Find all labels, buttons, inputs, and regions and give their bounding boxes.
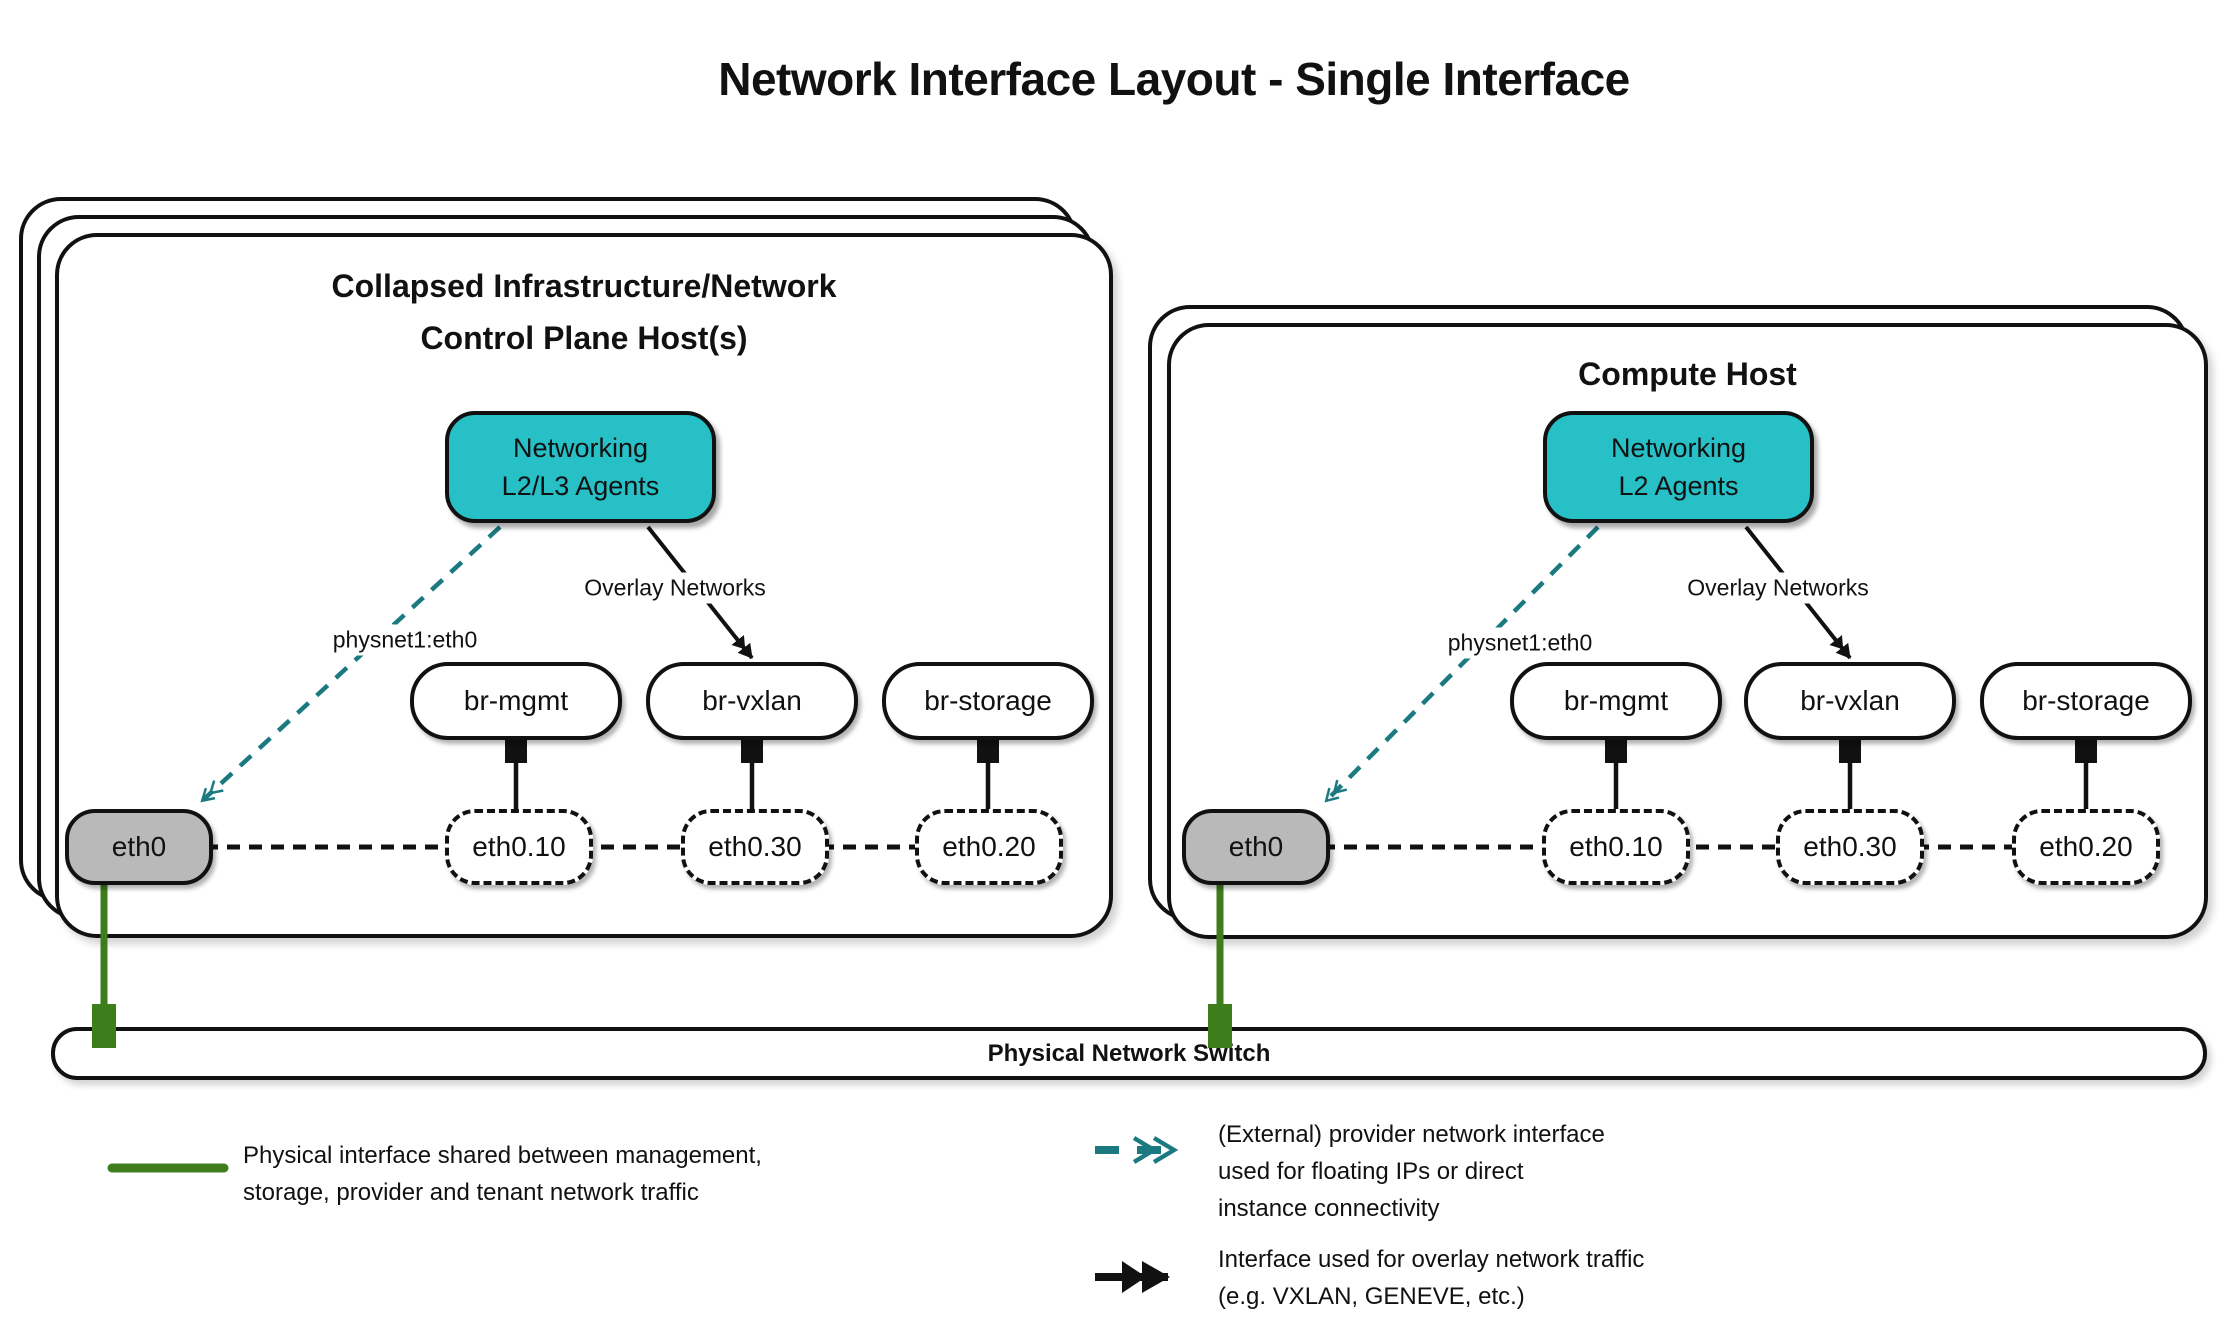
compute-eth0-20-node: eth0.20 (2012, 809, 2160, 885)
control-provider-label: physnet1:eth0 (326, 624, 484, 656)
legend-provider-text-line-1: (External) provider network interface (1218, 1121, 1605, 1148)
compute-eth0-30-node: eth0.30 (1776, 809, 1924, 885)
control-eth0-10-node: eth0.10 (445, 809, 593, 885)
control-eth0-30-node: eth0.30 (681, 809, 829, 885)
compute-host-title: Compute Host (1167, 348, 2208, 400)
legend-provider-text: (External) provider network interface us… (1218, 1116, 1605, 1227)
control-eth0-20-node: eth0.20 (915, 809, 1063, 885)
control-br-storage-port (977, 737, 999, 763)
control-host-title-line-1: Collapsed Infrastructure/Network (331, 268, 837, 304)
control-agents-label-line-1: Networking (512, 433, 649, 463)
legend-physical-text: Physical interface shared between manage… (243, 1137, 762, 1211)
compute-eth0-node: eth0 (1182, 809, 1330, 885)
physical-network-switch: Physical Network Switch (51, 1027, 2207, 1080)
legend-provider-text-line-3: instance connectivity (1218, 1195, 1440, 1222)
compute-host-title-line-1: Compute Host (1578, 356, 1797, 392)
control-eth0-node: eth0 (65, 809, 213, 885)
control-uplink-connector (92, 1004, 116, 1048)
control-br-storage-node: br-storage (882, 662, 1094, 740)
compute-br-vxlan-node: br-vxlan (1744, 662, 1956, 740)
legend-physical-text-line-2: storage, provider and tenant network tra… (243, 1179, 699, 1206)
control-br-mgmt-port (505, 737, 527, 763)
legend-provider-text-line-2: used for floating IPs or direct (1218, 1158, 1524, 1185)
compute-overlay-label: Overlay Networks (1681, 572, 1875, 604)
control-overlay-label: Overlay Networks (578, 572, 772, 604)
compute-agents-label-line-2: L2 Agents (1618, 471, 1739, 501)
compute-provider-network-arrow (1324, 525, 1600, 803)
compute-eth0-10-node: eth0.10 (1542, 809, 1690, 885)
legend-overlay-text: Interface used for overlay network traff… (1218, 1241, 1644, 1315)
control-br-mgmt-node: br-mgmt (410, 662, 622, 740)
control-agents-label-line-2: L2/L3 Agents (501, 471, 660, 501)
compute-uplink-connector (1208, 1004, 1232, 1048)
compute-br-mgmt-node: br-mgmt (1510, 662, 1722, 740)
compute-br-vxlan-port (1839, 737, 1861, 763)
legend-overlay-text-line-2: (e.g. VXLAN, GENEVE, etc.) (1218, 1283, 1525, 1310)
compute-agents-label-line-1: Networking (1610, 433, 1747, 463)
control-host-title-line-2: Control Plane Host(s) (420, 320, 748, 356)
control-br-vxlan-port (741, 737, 763, 763)
control-host-title: Collapsed Infrastructure/Network Control… (55, 260, 1113, 364)
compute-br-storage-node: br-storage (1980, 662, 2192, 740)
compute-networking-agents-node: Networking L2 Agents (1543, 411, 1814, 523)
compute-br-mgmt-port (1605, 737, 1627, 763)
compute-br-storage-port (2075, 737, 2097, 763)
control-networking-agents-node: Networking L2/L3 Agents (445, 411, 716, 523)
compute-provider-label: physnet1:eth0 (1441, 627, 1599, 659)
page-title: Network Interface Layout - Single Interf… (718, 53, 1630, 105)
legend-physical-text-line-1: Physical interface shared between manage… (243, 1142, 762, 1169)
legend-overlay-text-line-1: Interface used for overlay network traff… (1218, 1246, 1645, 1273)
control-br-vxlan-node: br-vxlan (646, 662, 858, 740)
